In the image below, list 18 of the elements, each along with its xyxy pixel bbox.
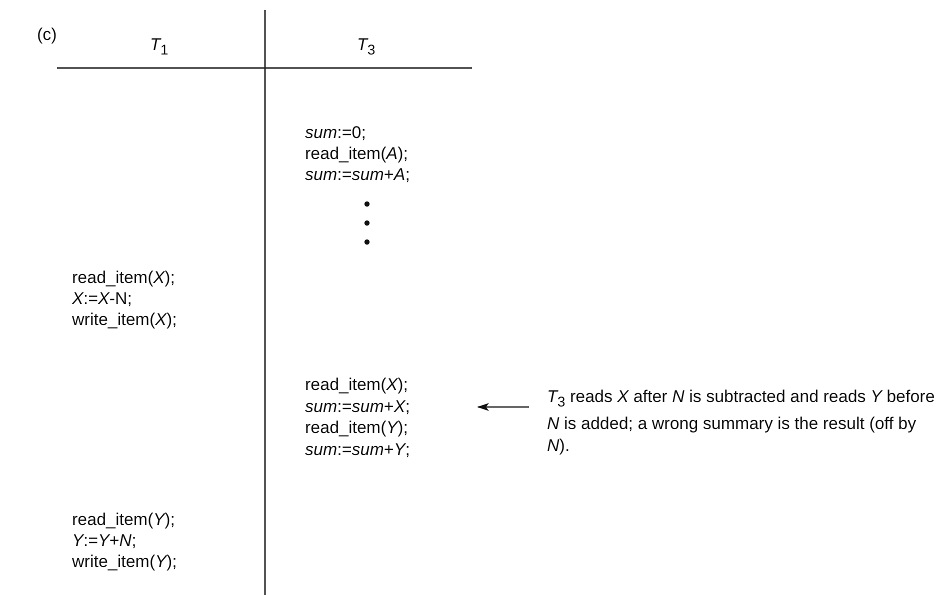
code-line: sum:=0; (305, 122, 366, 143)
code-line: read_item(Y); (72, 509, 175, 530)
code-line: write_item(X); (72, 309, 177, 330)
code-line: read_item(X); (72, 267, 175, 288)
code-line: read_item(A); (305, 143, 408, 164)
panel-label: (c) (37, 24, 57, 45)
arrow (477, 403, 529, 411)
code-line: write_item(Y); (72, 551, 177, 572)
code-line: read_item(X); (305, 374, 408, 396)
code-line: sum:=sum+Y; (305, 438, 410, 460)
code-line: X:=X-N; (72, 288, 132, 309)
column-header: T$_{3}$ (357, 34, 376, 60)
annotation-text: T$_{3}$ reads X after N is subtracted and reads Y before N is added; a wrong summary is the result (off by N). (547, 386, 939, 458)
code-line: Y:=Y+N; (72, 530, 136, 551)
code-line: sum:=sum+A; (305, 164, 410, 185)
code-line: read_item(Y); (305, 417, 408, 438)
code-line: sum:=sum+X; (305, 396, 410, 417)
column-header: T$_{1}$ (150, 34, 168, 60)
